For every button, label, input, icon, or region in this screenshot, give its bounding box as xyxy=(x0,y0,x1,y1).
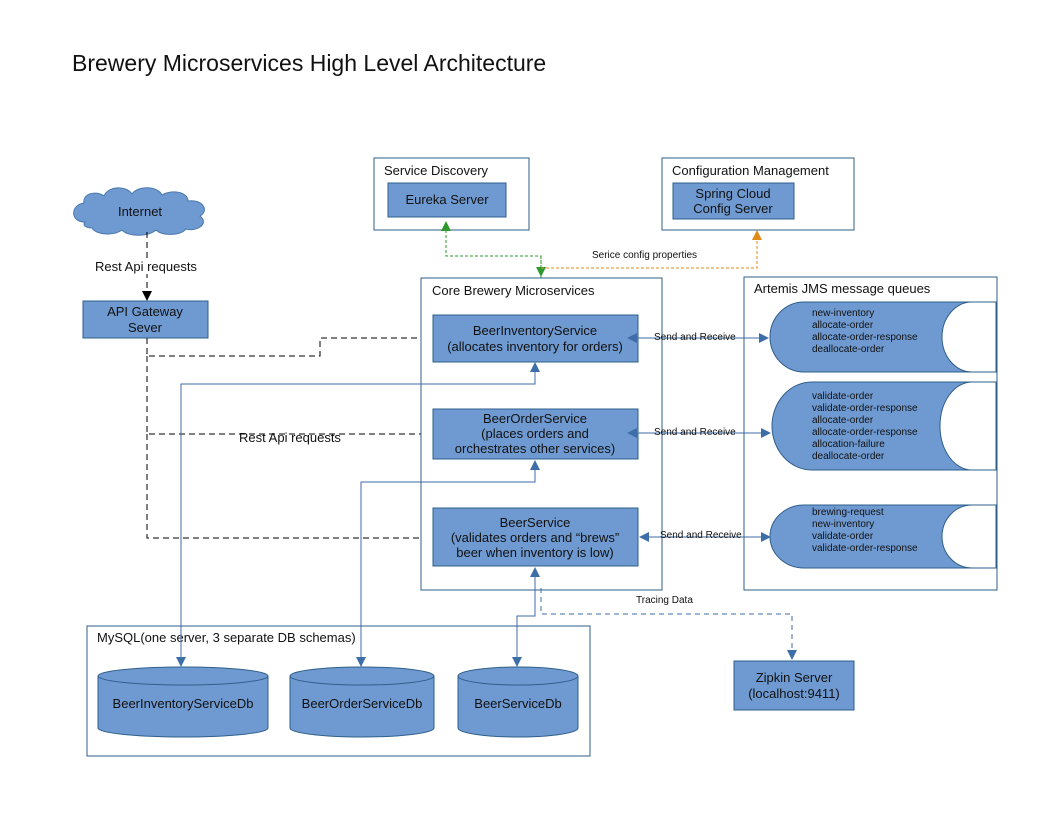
mysql-box: MySQL(one server, 3 separate DB schemas)… xyxy=(86,625,591,757)
queue-group-2 xyxy=(771,381,973,471)
gateway-to-inventory-arrow xyxy=(146,333,431,357)
tracing-data-arrow xyxy=(540,588,797,660)
beer-order-db: BeerOrderServiceDb xyxy=(289,666,435,738)
internet-label: Internet xyxy=(118,204,162,219)
service-discovery-box: Service Discovery Eureka Server xyxy=(373,157,530,231)
gateway-line1: API Gateway xyxy=(107,304,183,319)
config-props-label: Serice config properties xyxy=(592,250,697,261)
beer-line2: (validates orders and “brews” xyxy=(451,530,619,545)
eureka-server-label: Eureka Server xyxy=(405,192,489,207)
db3-label: BeerServiceDb xyxy=(474,696,561,711)
beer-line3: beer when inventory is low) xyxy=(456,545,614,560)
gateway-to-beer-arrow xyxy=(146,434,431,543)
db1-label: BeerInventoryServiceDb xyxy=(113,696,254,711)
gateway-line2: Sever xyxy=(128,320,163,335)
queue3-item-2: validate-order xyxy=(812,531,874,542)
queue2-item-1: validate-order-response xyxy=(812,403,918,414)
mysql-title: MySQL(one server, 3 separate DB schemas) xyxy=(97,630,356,645)
inventory-db-arrow xyxy=(176,362,540,667)
beer-inventory-db: BeerInventoryServiceDb xyxy=(97,666,269,738)
spring-cloud-line1: Spring Cloud xyxy=(695,186,770,201)
queue-group-1 xyxy=(769,301,973,373)
queue1-item-0: new-inventory xyxy=(812,308,874,319)
send-receive-label-3: Send and Receive xyxy=(660,530,742,541)
config-management-box: Configuration Management Spring Cloud Co… xyxy=(661,157,855,231)
config-management-title: Configuration Management xyxy=(672,163,829,178)
order-db-arrow xyxy=(356,460,540,667)
service-discovery-title: Service Discovery xyxy=(384,163,489,178)
queue1-list: new-inventory allocate-order allocate-or… xyxy=(812,308,920,355)
inventory-line2: (allocates inventory for orders) xyxy=(447,339,623,354)
rest-api-label-mid: Rest Api requests xyxy=(239,430,341,445)
queue3-list: brewing-request new-inventory validate-o… xyxy=(812,507,918,554)
queue3-item-3: validate-order-response xyxy=(812,543,918,554)
api-gateway-box: API Gateway Sever xyxy=(82,300,209,339)
artemis-title: Artemis JMS message queues xyxy=(754,281,931,296)
core-microservices-box: Core Brewery Microservices BeerInventory… xyxy=(420,277,663,591)
order-line3: orchestrates other services) xyxy=(455,441,615,456)
tracing-label: Tracing Data xyxy=(636,595,693,606)
spring-cloud-line2: Config Server xyxy=(693,201,773,216)
core-title: Core Brewery Microservices xyxy=(432,283,595,298)
zipkin-line1: Zipkin Server xyxy=(756,670,833,685)
page-title: Brewery Microservices High Level Archite… xyxy=(72,50,547,76)
send-receive-label-1: Send and Receive xyxy=(654,332,736,343)
artemis-queues-box: Artemis JMS message queues new-inventory… xyxy=(743,276,998,591)
queue3-item-1: new-inventory xyxy=(812,519,874,530)
internet-cloud: Internet xyxy=(73,187,205,236)
beer-inventory-service xyxy=(432,314,639,363)
queue2-item-4: allocation-failure xyxy=(812,439,885,450)
queue-group-3 xyxy=(769,504,973,569)
queue1-item-2: allocate-order-response xyxy=(812,332,918,343)
queue1-item-3: deallocate-order xyxy=(812,344,885,355)
rest-api-label-top: Rest Api requests xyxy=(95,259,197,274)
zipkin-line2: (localhost:9411) xyxy=(748,686,840,701)
queue2-item-2: allocate-order xyxy=(812,415,874,426)
gateway-to-order-arrow xyxy=(146,356,431,439)
queue1-item-1: allocate-order xyxy=(812,320,874,331)
order-line2: (places orders and xyxy=(481,426,589,441)
db2-label: BeerOrderServiceDb xyxy=(302,696,423,711)
queue2-list: validate-order validate-order-response a… xyxy=(812,391,920,462)
beer-db-arrow xyxy=(512,567,540,667)
core-to-config-arrow xyxy=(541,230,762,269)
inventory-line1: BeerInventoryService xyxy=(473,323,597,338)
beer-service-db: BeerServiceDb xyxy=(457,666,579,738)
queue2-item-3: allocate-order-response xyxy=(812,427,918,438)
zipkin-server-box: Zipkin Server (localhost:9411) xyxy=(733,660,855,711)
order-line1: BeerOrderService xyxy=(483,411,587,426)
queue3-item-0: brewing-request xyxy=(812,507,884,518)
beer-line1: BeerService xyxy=(500,515,571,530)
send-receive-label-2: Send and Receive xyxy=(654,427,736,438)
queue2-item-0: validate-order xyxy=(812,391,874,402)
queue2-item-5: deallocate-order xyxy=(812,451,885,462)
